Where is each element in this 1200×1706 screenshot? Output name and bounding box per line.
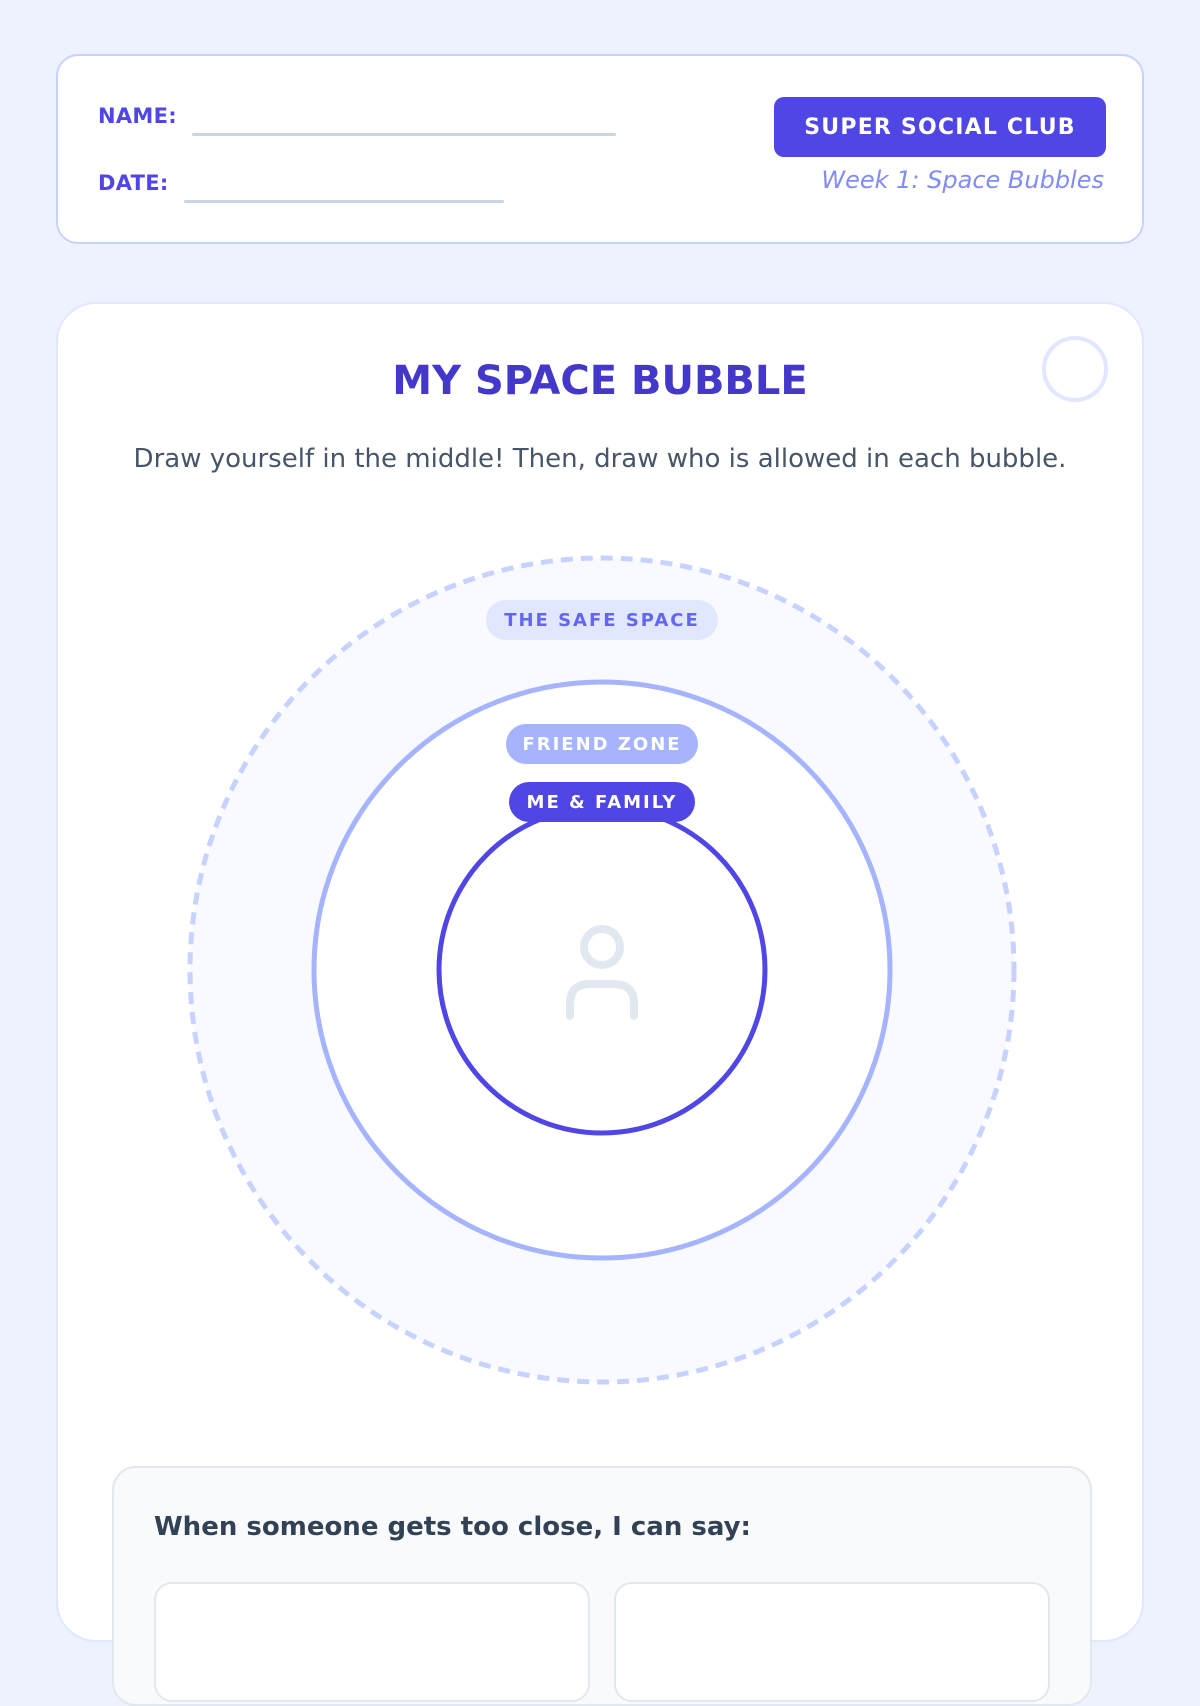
response-answer-box[interactable] (614, 1582, 1050, 1702)
date-field[interactable] (184, 200, 504, 203)
safe-space-label: THE SAFE SPACE (486, 600, 718, 640)
worksheet-header: NAME: DATE: SUPER SOCIAL CLUB Week 1: Sp… (56, 54, 1144, 244)
response-prompt-title: When someone gets too close, I can say: (154, 1512, 751, 1542)
me-family-label: ME & FAMILY (509, 782, 695, 822)
name-label: NAME: (98, 104, 177, 128)
instructions-text: Draw yourself in the middle! Then, draw … (133, 444, 1067, 474)
name-field[interactable] (192, 133, 616, 136)
club-badge: SUPER SOCIAL CLUB (774, 97, 1106, 157)
response-answer-box[interactable] (154, 1582, 590, 1702)
ring-icon (1042, 336, 1108, 402)
space-bubble-diagram (187, 555, 1017, 1385)
date-label: DATE: (98, 171, 169, 195)
week-label: Week 1: Space Bubbles (821, 166, 1104, 194)
person-outline-icon (566, 925, 638, 1020)
me-family-bubble[interactable] (436, 804, 768, 1136)
space-bubble-card: MY SPACE BUBBLE Draw yourself in the mid… (56, 302, 1144, 1706)
response-prompt-box: When someone gets too close, I can say: (112, 1466, 1092, 1706)
page-title: MY SPACE BUBBLE (392, 358, 808, 404)
friend-zone-label: FRIEND ZONE (506, 724, 698, 764)
